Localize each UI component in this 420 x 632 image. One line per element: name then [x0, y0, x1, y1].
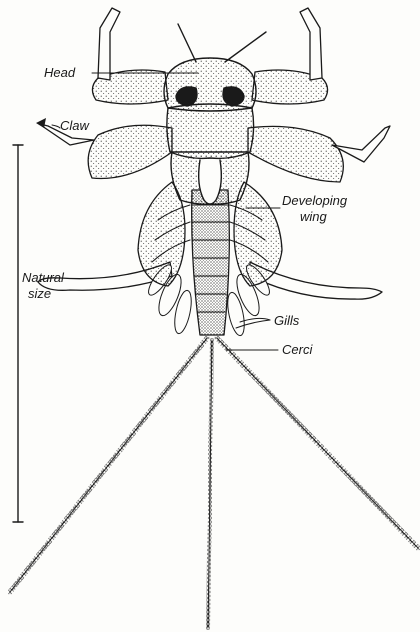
label-cerci: Cerci — [282, 342, 313, 357]
thorax — [167, 104, 254, 204]
label-gills: Gills — [274, 313, 300, 328]
head — [164, 24, 266, 111]
label-natural-size-line1: Natural — [22, 270, 65, 285]
left-compound-eye — [176, 87, 197, 106]
right-compound-eye — [223, 87, 244, 106]
cerci-tails — [10, 338, 418, 628]
label-developing-wing-line1: Developing — [282, 193, 348, 208]
label-natural-size-line2: size — [28, 286, 51, 301]
label-claw: Claw — [60, 118, 91, 133]
natural-size-scale-bar — [13, 145, 23, 522]
label-head: Head — [44, 65, 76, 80]
label-developing-wing-line2: wing — [300, 209, 328, 224]
